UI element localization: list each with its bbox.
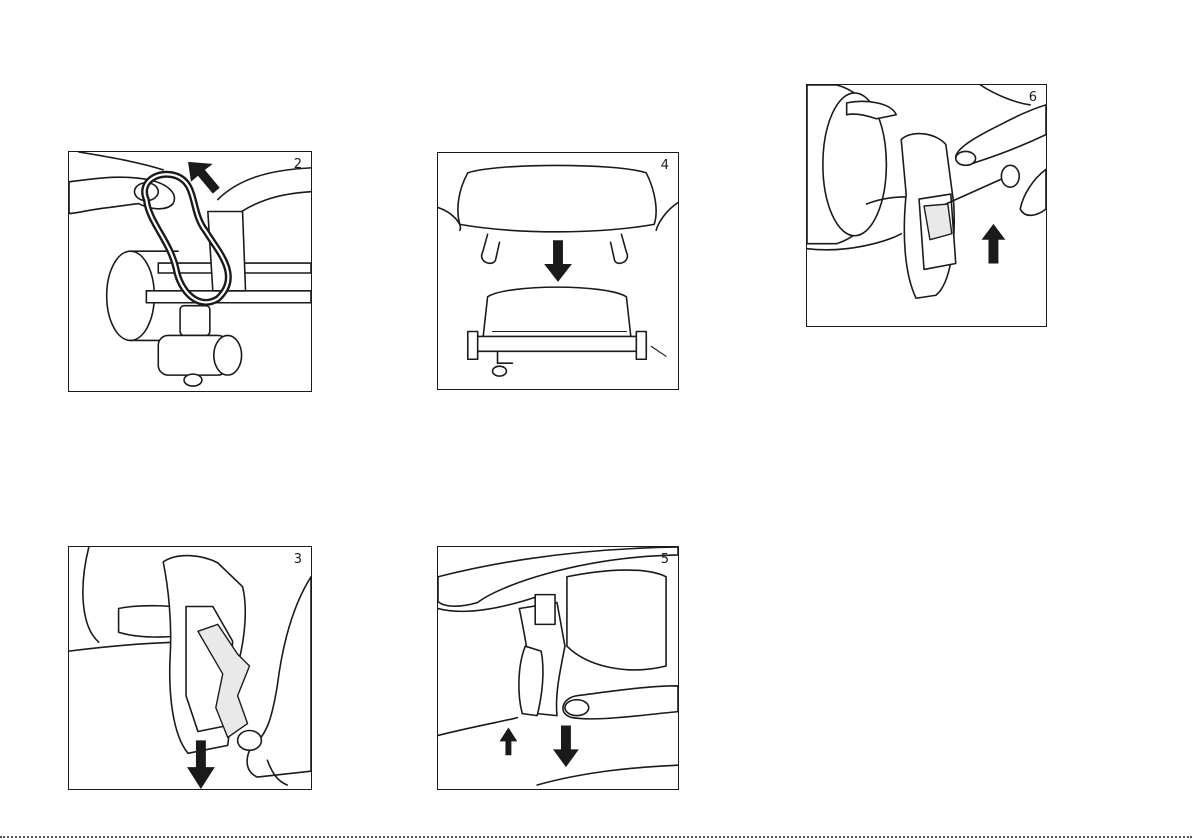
drive-belt-removal-drawing — [69, 152, 311, 391]
cover-lowering-drawing — [438, 153, 678, 389]
illustration-step-5: 5 — [437, 546, 679, 790]
step-number: 2 — [294, 158, 302, 171]
page-bottom-dotted-rule — [0, 836, 1192, 838]
step-number: 3 — [294, 553, 302, 566]
step-number: 6 — [1029, 91, 1037, 104]
illustration-step-4: 4 — [437, 152, 679, 390]
illustration-step-6: 6 — [806, 84, 1047, 327]
step-number: 5 — [661, 553, 669, 566]
illustration-step-2: 2 — [68, 151, 312, 392]
lever-pull-down-drawing — [69, 547, 311, 789]
latch-release-drawing — [438, 547, 678, 789]
illustration-step-3: 3 — [68, 546, 312, 790]
step-number: 4 — [661, 159, 669, 172]
latch-pin-insertion-drawing — [807, 85, 1046, 326]
